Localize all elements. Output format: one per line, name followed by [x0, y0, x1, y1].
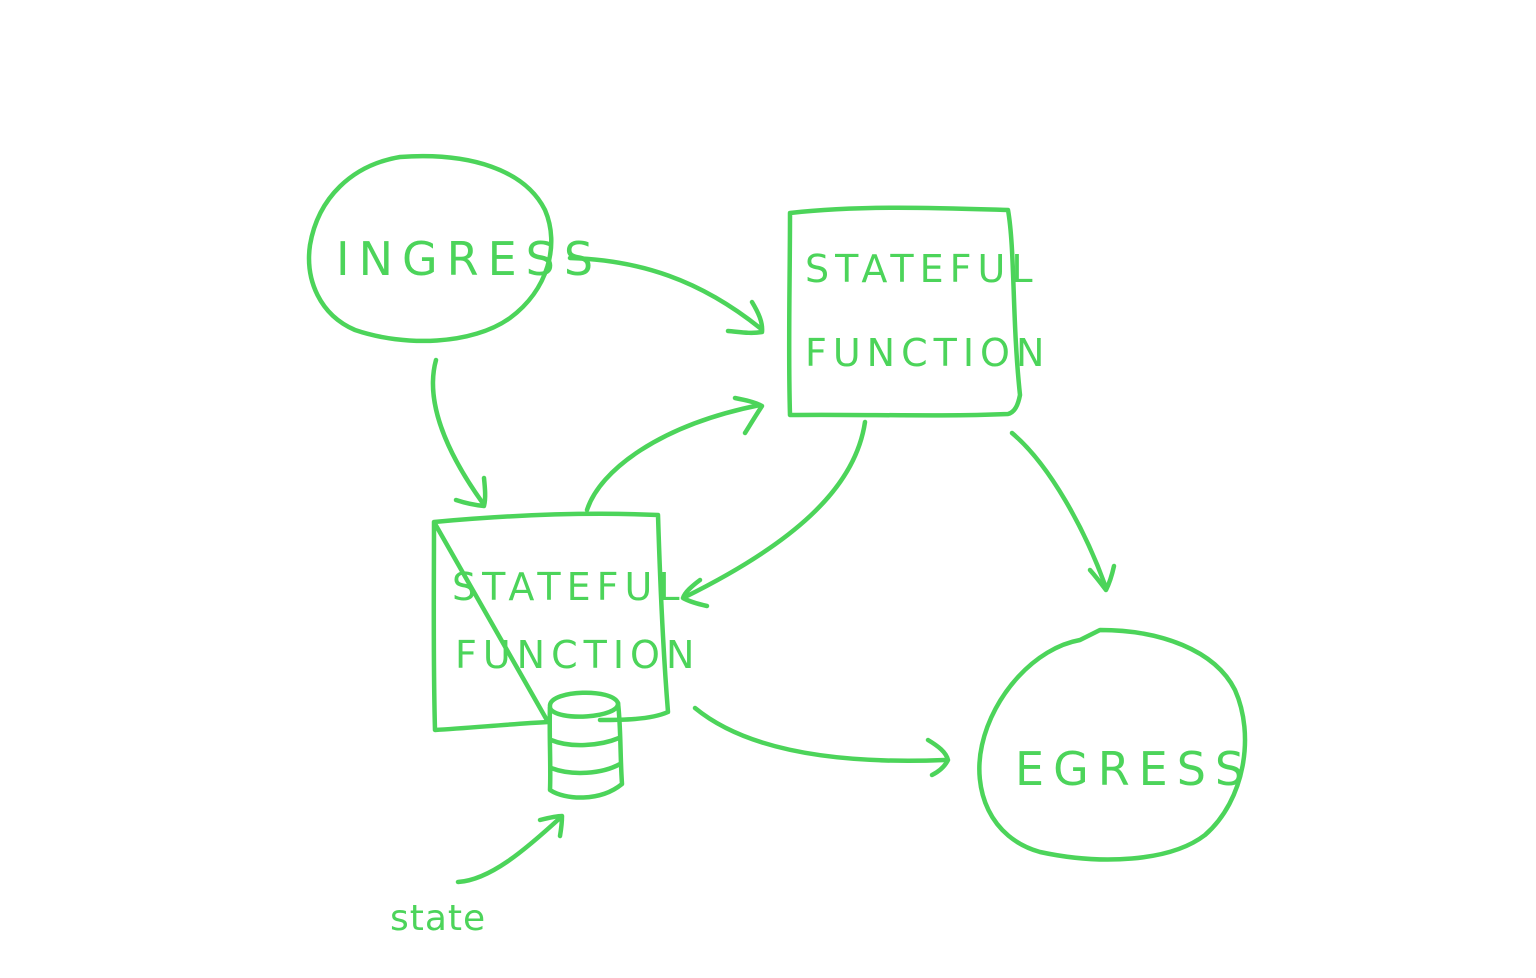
- arrow-function-top-to-function-bottom: [682, 419, 868, 600]
- egress-node: EGRESS: [977, 627, 1253, 862]
- stateful-function-bottom-box: [431, 511, 671, 733]
- arrowhead-ingress-to-function-top: [725, 299, 765, 336]
- arrowhead-ingress-to-function-bottom: [453, 475, 488, 509]
- arrow-state-to-database: [455, 815, 563, 885]
- stateful-function-top-line1: STATEFUL: [805, 247, 1039, 291]
- stateful-function-top-box: [786, 205, 1023, 418]
- database-top-ellipse: [547, 690, 621, 719]
- arrow-ingress-to-function-top: [567, 255, 763, 331]
- arrowhead-function-bottom-to-egress: [925, 737, 951, 778]
- stateful-function-bottom-node: STATEFUL FUNCTION: [431, 511, 700, 733]
- arrowhead-function-bottom-to-function-top: [732, 395, 765, 436]
- stateful-function-bottom-line2: FUNCTION: [455, 633, 700, 677]
- edges: [430, 255, 1117, 885]
- stateful-function-top-node: STATEFUL FUNCTION: [786, 205, 1050, 418]
- arrowhead-state-to-database: [537, 813, 565, 839]
- arrowhead-function-top-to-egress: [1087, 563, 1117, 593]
- database-body: [547, 700, 625, 800]
- database-ring-1: [548, 735, 622, 748]
- arrow-ingress-to-function-bottom: [430, 357, 485, 505]
- arrow-function-top-to-egress: [1009, 430, 1108, 588]
- database-ring-2: [548, 761, 623, 776]
- ingress-circle: [306, 154, 554, 344]
- arrow-function-bottom-to-function-top: [584, 402, 763, 513]
- arrowhead-function-top-to-function-bottom: [680, 577, 710, 609]
- arrow-function-bottom-to-egress: [692, 705, 948, 763]
- egress-circle: [977, 627, 1248, 862]
- stateful-function-top-line2: FUNCTION: [805, 331, 1050, 375]
- ingress-node: INGRESS: [306, 154, 602, 344]
- state-store-database-icon: [547, 690, 625, 800]
- state-annotation-label: state: [390, 898, 486, 939]
- stateful-function-bottom-line1: STATEFUL: [452, 565, 686, 609]
- ingress-label: INGRESS: [336, 232, 602, 286]
- egress-label: EGRESS: [1015, 742, 1253, 796]
